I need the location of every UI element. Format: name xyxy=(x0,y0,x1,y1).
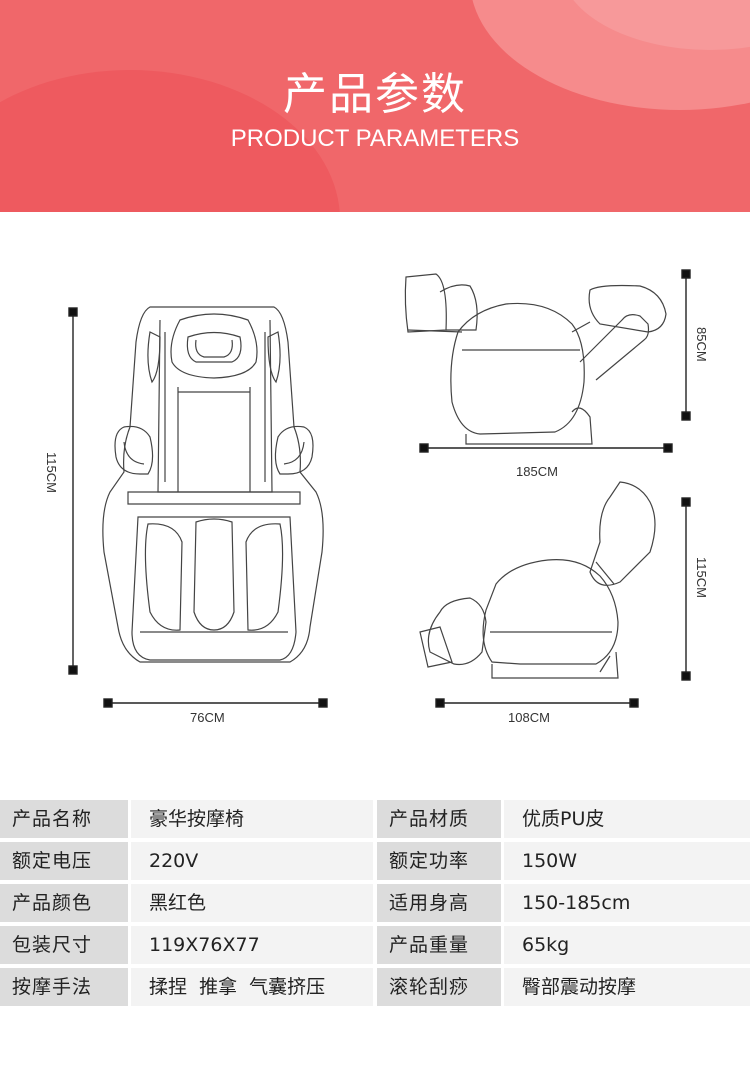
spec-label: 包装尺寸 xyxy=(0,926,128,964)
front-width-label: 76CM xyxy=(190,710,225,725)
side-view-reclined-drawing xyxy=(419,481,656,679)
chair-line-drawings xyxy=(102,273,667,679)
spec-row: 额定电压 220V 额定功率 150W xyxy=(0,842,750,880)
front-height-label: 115CM xyxy=(44,452,59,493)
spec-label: 产品重量 xyxy=(377,926,501,964)
spec-label: 产品颜色 xyxy=(0,884,128,922)
spec-value: 臀部震动按摩 xyxy=(504,968,750,1006)
dimension-marker xyxy=(68,665,78,675)
spec-value: 150-185cm xyxy=(504,884,750,922)
dimension-marker xyxy=(629,698,639,708)
header-banner: 产品参数 PRODUCT PARAMETERS xyxy=(0,0,750,212)
front-view-drawing xyxy=(102,306,324,663)
dimension-lines xyxy=(68,269,691,708)
dimension-marker xyxy=(681,411,691,421)
dimension-marker xyxy=(435,698,445,708)
dimension-marker xyxy=(318,698,328,708)
upright-height-label: 85CM xyxy=(694,327,709,362)
spec-row: 按摩手法 揉捏 推拿 气囊挤压 滚轮刮痧 臀部震动按摩 xyxy=(0,968,750,1006)
spec-label: 按摩手法 xyxy=(0,968,128,1006)
spec-value: 揉捏 推拿 气囊挤压 xyxy=(131,968,373,1006)
dimension-marker xyxy=(419,443,429,453)
spec-label: 滚轮刮痧 xyxy=(377,968,501,1006)
spec-value: 119X76X77 xyxy=(131,926,373,964)
spec-label: 额定电压 xyxy=(0,842,128,880)
side-view-upright-drawing xyxy=(404,273,667,445)
spec-value: 黑红色 xyxy=(131,884,373,922)
spec-label: 产品材质 xyxy=(377,800,501,838)
spec-row: 产品颜色 黑红色 适用身高 150-185cm xyxy=(0,884,750,922)
spec-value: 220V xyxy=(131,842,373,880)
spec-value: 优质PU皮 xyxy=(504,800,750,838)
recline-height-label: 115CM xyxy=(694,557,709,598)
dimension-marker xyxy=(103,698,113,708)
spec-label: 额定功率 xyxy=(377,842,501,880)
page-subtitle: PRODUCT PARAMETERS xyxy=(230,125,520,152)
spec-value: 150W xyxy=(504,842,750,880)
spec-label: 适用身高 xyxy=(377,884,501,922)
page-title: 产品参数 xyxy=(283,69,467,120)
spec-value: 65kg xyxy=(504,926,750,964)
upright-length-label: 185CM xyxy=(516,464,558,479)
spec-table: 产品名称 豪华按摩椅 产品材质 优质PU皮 额定电压 220V 额定功率 150… xyxy=(0,800,750,1010)
dimension-marker xyxy=(681,671,691,681)
spec-row: 包装尺寸 119X76X77 产品重量 65kg xyxy=(0,926,750,964)
spec-value: 豪华按摩椅 xyxy=(131,800,373,838)
spec-row: 产品名称 豪华按摩椅 产品材质 优质PU皮 xyxy=(0,800,750,838)
dimension-marker xyxy=(663,443,673,453)
recline-length-label: 108CM xyxy=(508,710,550,725)
dimension-marker xyxy=(68,307,78,317)
chair-drawings: 115CM 76CM 85CM 185CM 115CM 108CM xyxy=(0,212,750,792)
dimension-marker xyxy=(681,269,691,279)
spec-label: 产品名称 xyxy=(0,800,128,838)
dimension-marker xyxy=(681,497,691,507)
